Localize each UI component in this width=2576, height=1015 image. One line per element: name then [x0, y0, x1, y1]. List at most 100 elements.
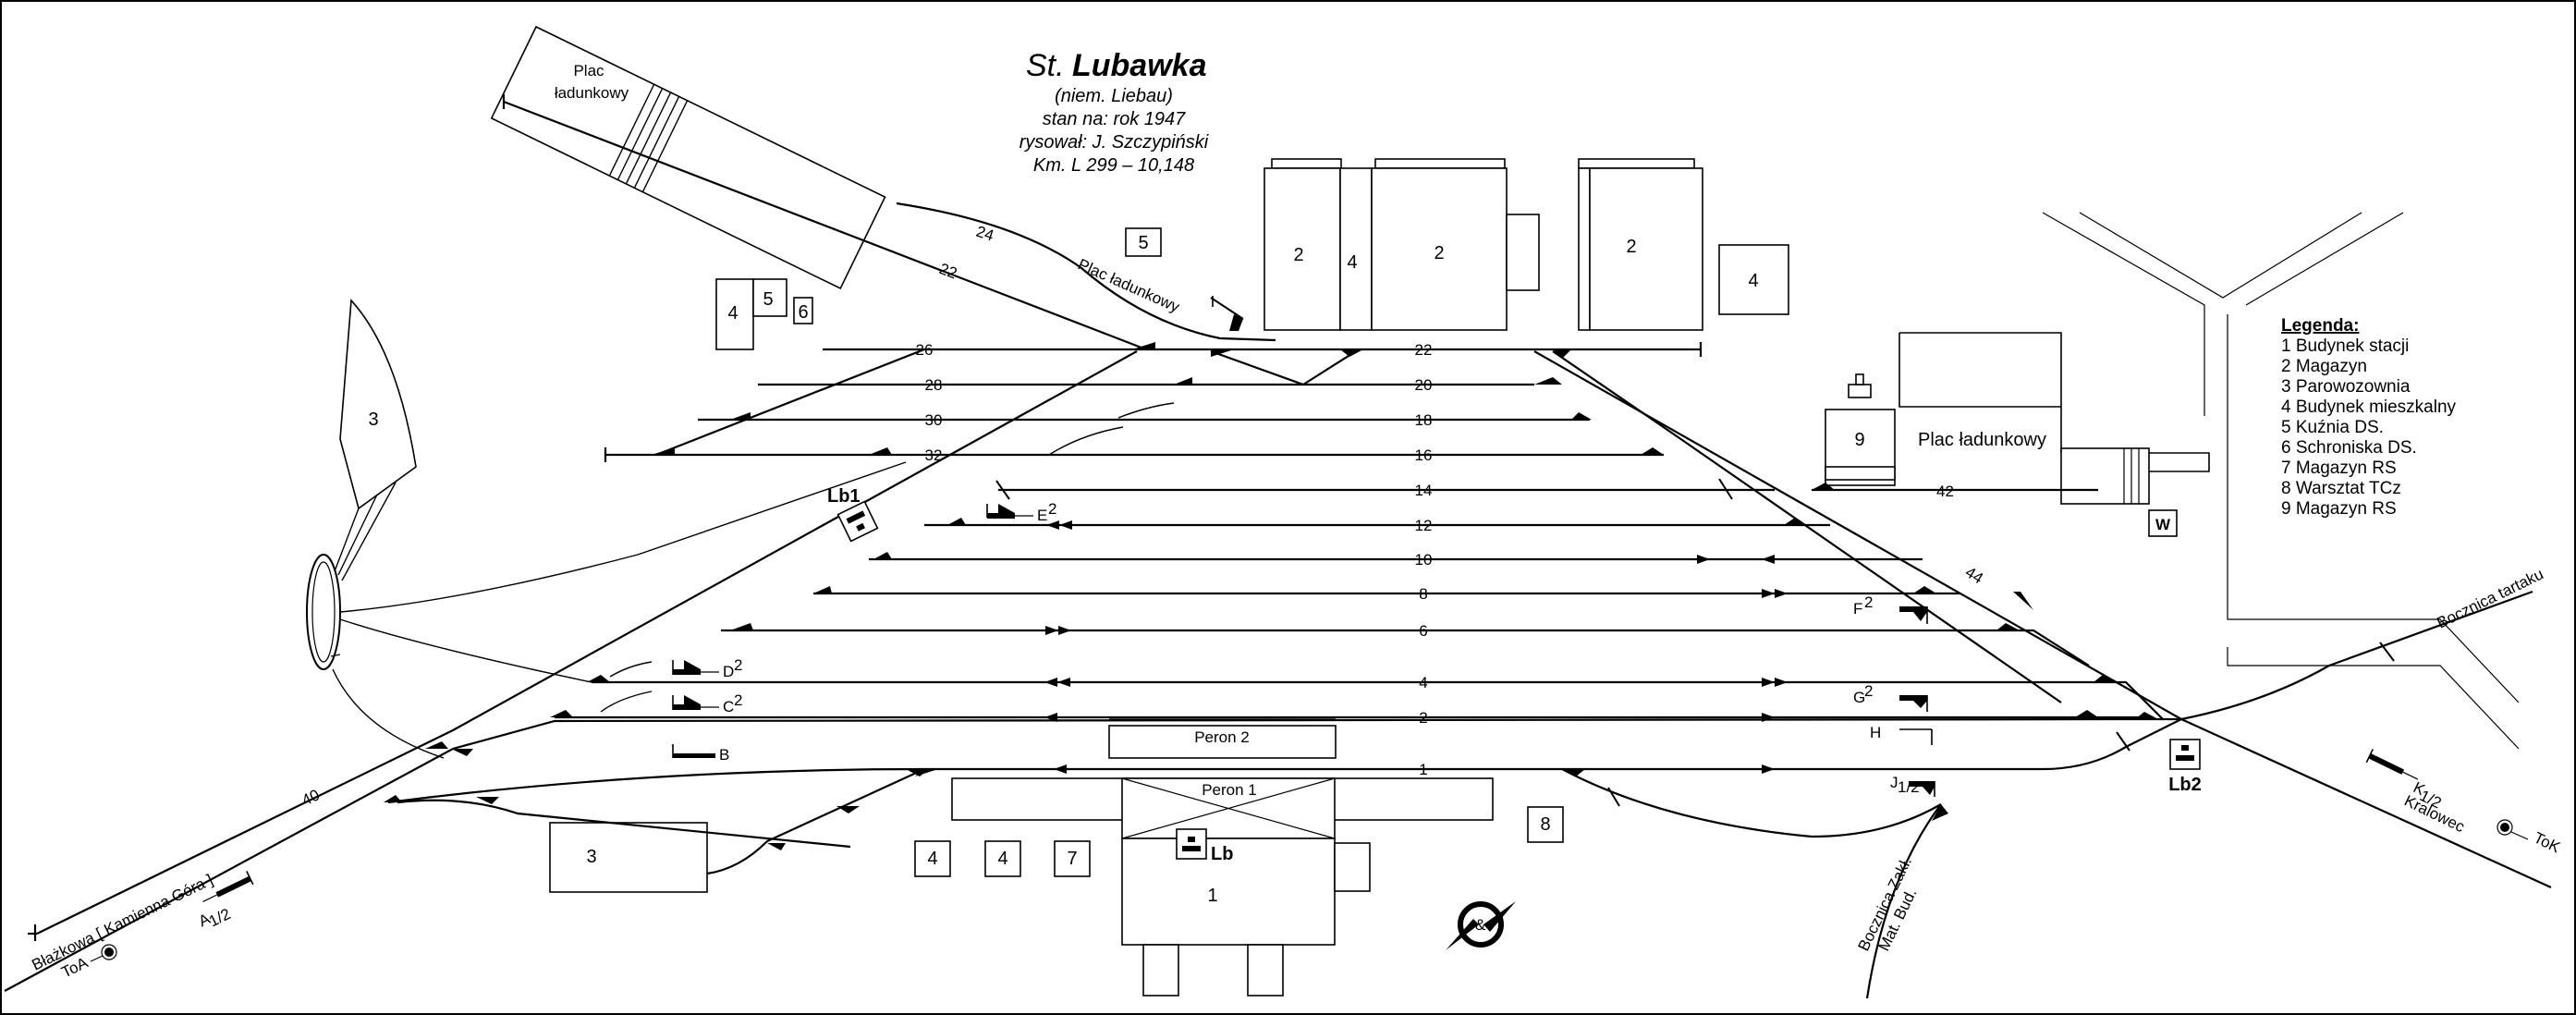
legend-heading: Legenda: [2281, 316, 2359, 336]
post-Lb2-label: Lb2 [2168, 775, 2202, 795]
building-8-number: 8 [1540, 814, 1550, 835]
signal-J: J 1/2 [1890, 774, 1935, 797]
switch-markers [384, 342, 2158, 850]
switch-marker [384, 795, 402, 802]
switch-marker [1211, 349, 1234, 357]
post-Lb1 [836, 500, 879, 543]
loading-dock-top [490, 25, 886, 290]
building-4 [715, 278, 754, 350]
signal-G-label: G [1853, 689, 1865, 706]
title-station: Lubawka [1072, 48, 1206, 83]
track-4 [592, 680, 2164, 720]
siding-mat-bud [1865, 803, 1942, 999]
signal-E-label: E [1037, 507, 1047, 524]
switch-marker [2013, 592, 2033, 610]
crossover [1210, 349, 1304, 386]
signal-G-sup: 2 [1864, 682, 1873, 700]
arrow-right [1775, 678, 1788, 687]
track-6-label: 6 [1419, 622, 1427, 640]
building-1-annex [1334, 842, 1371, 892]
track-16-label: 16 [1415, 446, 1433, 464]
arrow-left [1044, 713, 1057, 722]
header-line-1: (niem. Liebau) [1055, 86, 1173, 106]
switch-marker [1132, 342, 1155, 349]
road-edge [2227, 647, 2520, 750]
switch-marker [1812, 483, 1835, 490]
building-9-number: 9 [1854, 430, 1864, 450]
building-6-number: 6 [798, 302, 808, 323]
warehouse-ramp [1578, 158, 1695, 169]
track-1 [387, 718, 2182, 804]
track-24 [896, 202, 1276, 342]
switch-marker [947, 518, 966, 525]
building-2-number: 2 [1434, 243, 1444, 263]
building-4 [914, 840, 951, 877]
plac-top-label-2: ładunkowy [555, 84, 629, 102]
switch-marker [1174, 377, 1192, 385]
arrow-left [1054, 764, 1067, 774]
legend: Legenda: 1 Budynek stacji 2 Magazyn 3 Pa… [2281, 316, 2457, 519]
track-14-label: 14 [1415, 482, 1433, 499]
post-Lb [1176, 828, 1207, 860]
building-4-number: 4 [997, 849, 1007, 869]
building-4-number: 4 [727, 303, 738, 324]
road-edge [2245, 212, 2404, 306]
switch-marker [1932, 804, 1948, 821]
legend-item: 1 Budynek stacji [2281, 336, 2409, 356]
building-6 [793, 297, 813, 324]
track-42-label: 42 [1936, 483, 1954, 500]
crane-post [1855, 373, 1864, 385]
arrow-left [1057, 678, 1070, 687]
switch-marker [2094, 675, 2117, 682]
switch-marker [1996, 623, 2020, 630]
building-4 [984, 840, 1021, 877]
header-line-2: stan na: rok 1947 [1043, 109, 1186, 129]
switch-marker [813, 586, 832, 593]
plac-right-label: Plac ładunkowy [1918, 430, 2046, 450]
platform-1-label: Peron 1 [1202, 781, 1257, 799]
signal-B-label: B [719, 746, 729, 764]
throat-diagonal [655, 348, 925, 457]
signal-J-label: J [1890, 774, 1898, 791]
building-3-roundhouse [339, 299, 417, 510]
signal-F: F 2 [1853, 593, 1928, 624]
building-annex [1506, 214, 1540, 291]
legend-item: 9 Magazyn RS [2281, 499, 2397, 519]
warehouse-ramp [1374, 158, 1506, 169]
arrow-right [1762, 678, 1775, 687]
building-9-ramp [1825, 466, 1896, 481]
legend-item: 4 Budynek mieszkalny [2281, 397, 2457, 417]
dock-ramp-line [617, 88, 664, 180]
building-5 [1125, 227, 1162, 257]
switch-marker [587, 675, 610, 682]
building-4-number: 4 [927, 849, 937, 869]
roads [2042, 212, 2520, 750]
buildings: Plac ładunkowy 4 5 6 5 2 4 2 2 4 9 Plac … [306, 25, 2210, 997]
throat-diagonal [1552, 350, 2062, 703]
track-32-label: 32 [925, 446, 943, 464]
signal-D-sup: 2 [734, 656, 742, 674]
track-24-label: 24 [974, 223, 996, 245]
legend-item: 7 Magazyn RS [2281, 459, 2397, 478]
dock-ramp-line [633, 96, 680, 189]
platform-2 [1108, 725, 1337, 759]
header-line-3: rysował: J. Szczypiński [1019, 132, 1209, 153]
track-2-label: 2 [1419, 709, 1427, 727]
signal-D-label: D [723, 663, 734, 680]
building-1 [1121, 838, 1336, 946]
track-1-label: 1 [1419, 761, 1427, 778]
switch-marker [1553, 349, 1571, 359]
signal-G: G 2 [1853, 682, 1928, 712]
arrow-right [1762, 589, 1775, 598]
crane-base [1848, 384, 1872, 398]
arrow-right [1697, 555, 1710, 564]
track-4-label: 4 [1419, 674, 1427, 691]
turntable-inner [311, 561, 336, 663]
compass-rose: & [1446, 901, 1516, 950]
switch-marker [873, 552, 892, 559]
switch-marker [915, 769, 938, 777]
switch-marker [1571, 412, 1592, 420]
switch-marker [767, 843, 786, 850]
warehouse-ramp [1271, 158, 1342, 169]
